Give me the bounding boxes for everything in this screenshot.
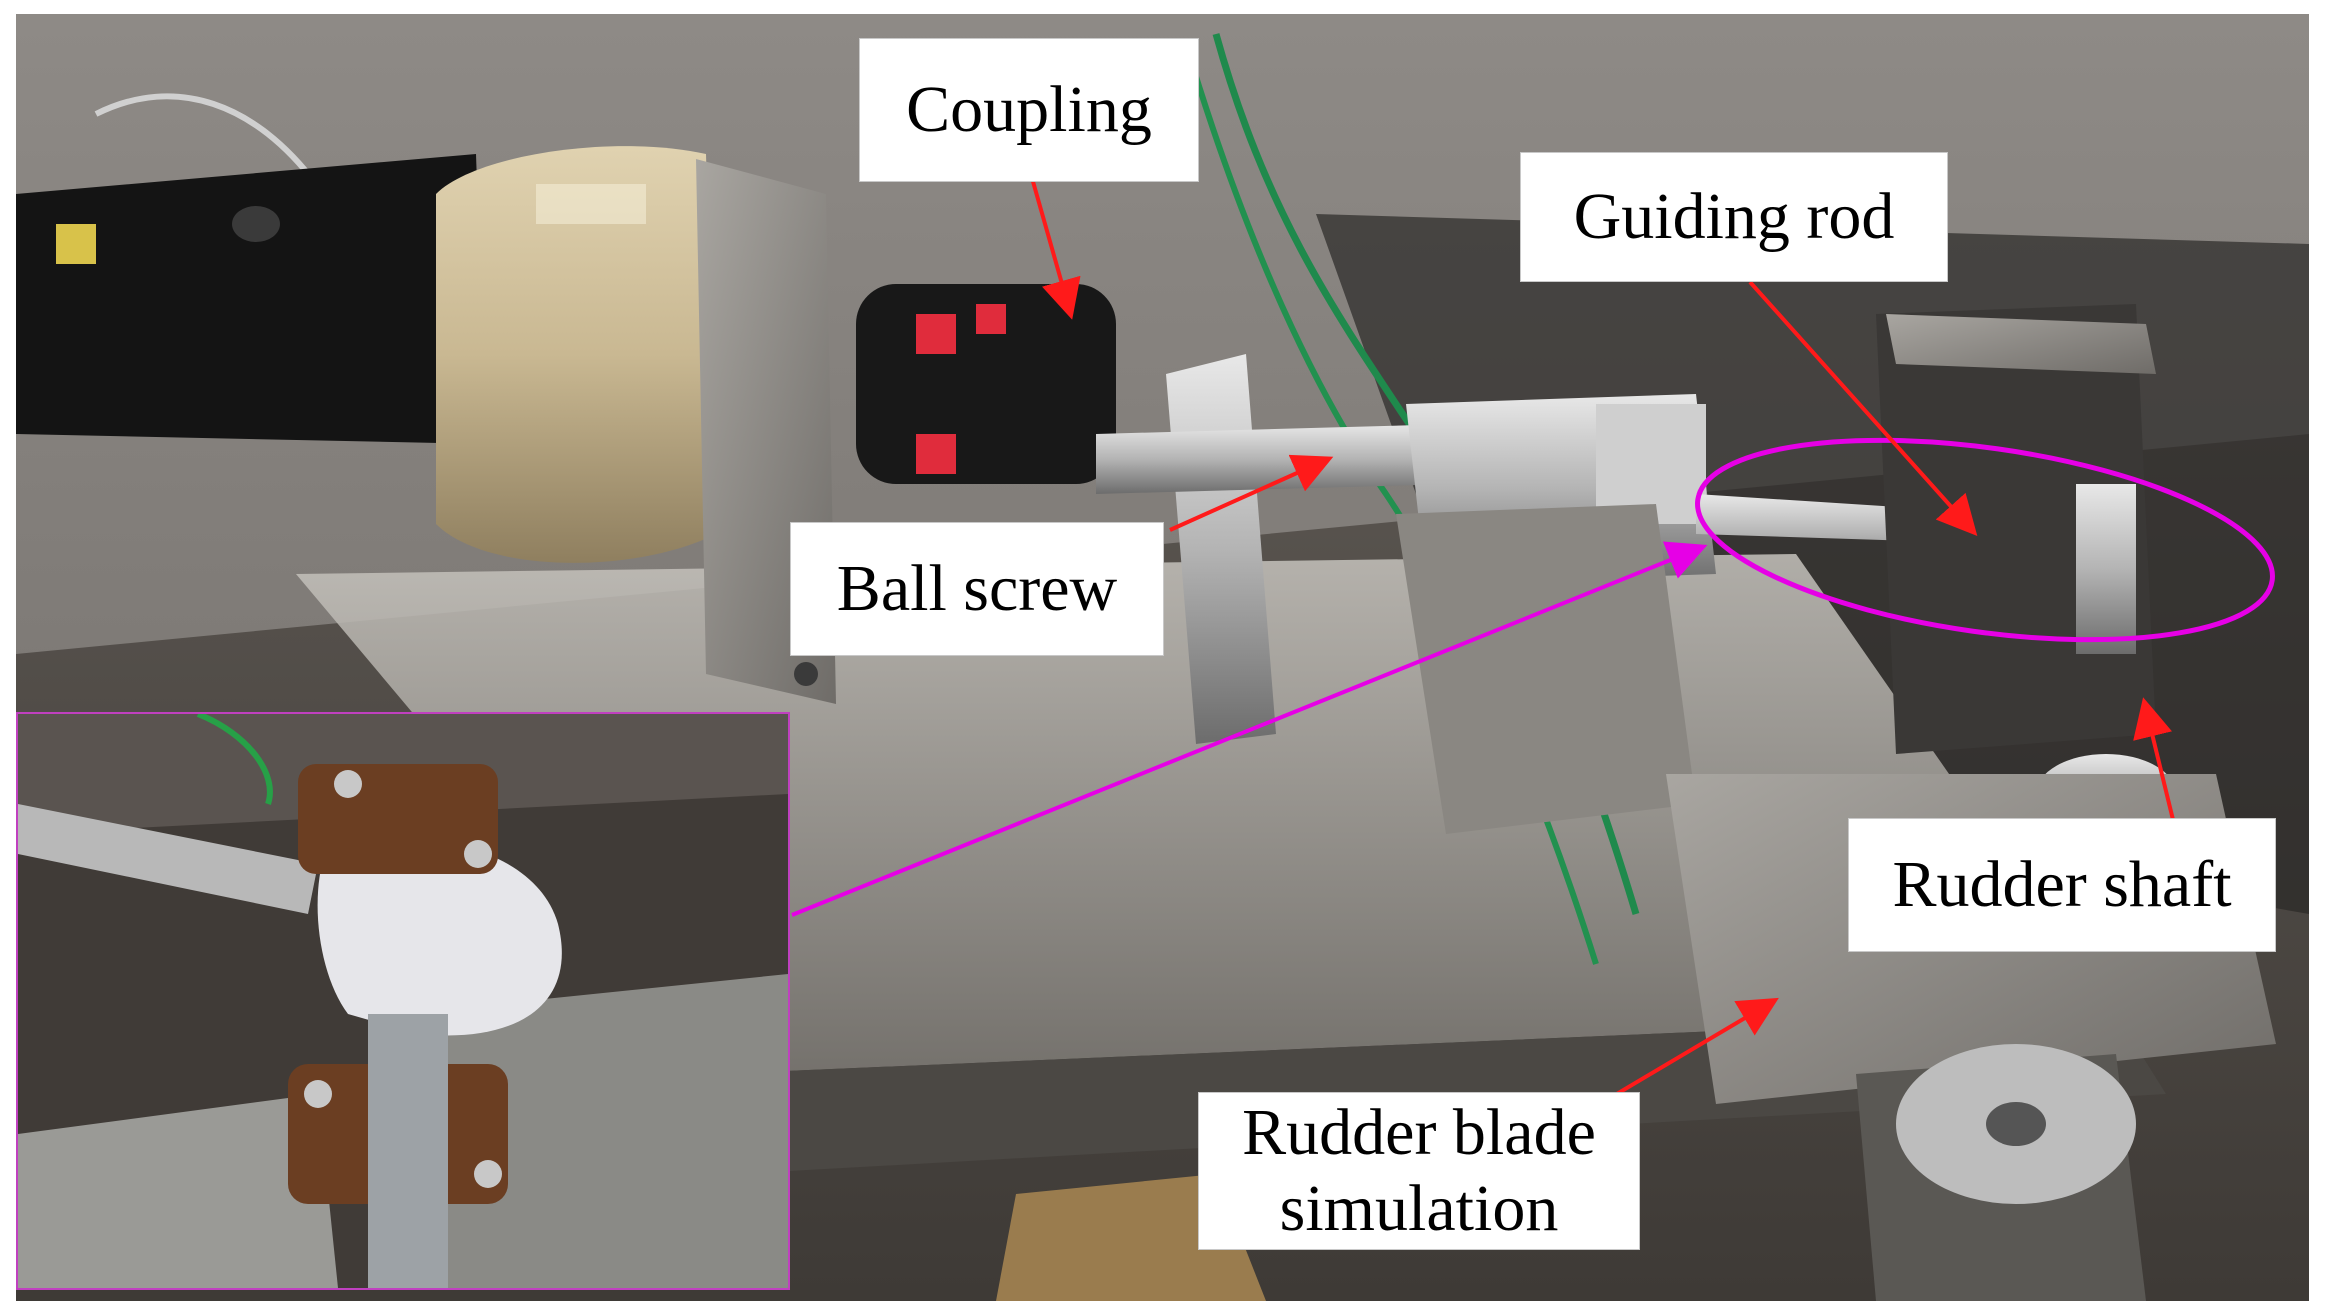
guiding-rod-label: Guiding rod <box>1520 152 1948 282</box>
coupling-label: Coupling <box>859 38 1199 182</box>
rudder-shaft-label: Rudder shaft <box>1848 818 2276 952</box>
ball-screw-label: Ball screw <box>790 522 1164 656</box>
rudder-blade-label-line1: Rudder blade <box>1242 1096 1596 1170</box>
rudder-blade-label-line2: simulation <box>1279 1172 1559 1245</box>
inset-photo <box>16 712 790 1290</box>
rudder-blade-simulation-label: Rudder blade simulation <box>1198 1092 1640 1250</box>
